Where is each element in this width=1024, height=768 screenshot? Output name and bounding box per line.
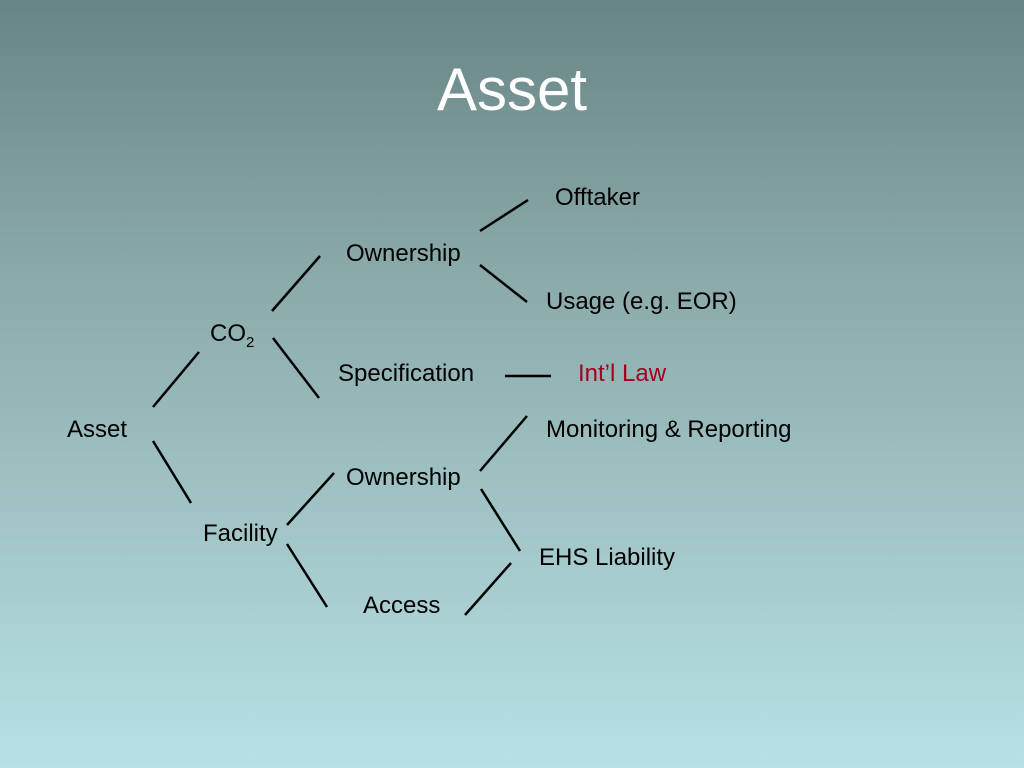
node-facility: Facility <box>203 520 278 547</box>
node-offtaker: Offtaker <box>555 184 640 211</box>
node-asset: Asset <box>67 416 128 443</box>
node-monitoring-reporting: Monitoring & Reporting <box>546 416 792 443</box>
connector-asset-facility <box>151 440 193 504</box>
connector-co2-ownership <box>271 255 321 312</box>
connector-facility-ownership <box>286 472 335 526</box>
connector-ownership-offtaker <box>479 198 529 233</box>
connector-asset-co2 <box>152 351 200 408</box>
connector-access-ehs <box>464 562 512 616</box>
node-co2-main: CO <box>210 320 246 347</box>
node-specification: Specification <box>338 360 475 387</box>
connector-facility-access <box>285 543 329 608</box>
node-intl-law: Int’l Law <box>578 360 667 387</box>
node-co2: CO2 <box>210 320 254 351</box>
node-facility-ownership: Ownership <box>346 464 461 491</box>
node-co2-ownership: Ownership <box>346 240 461 267</box>
connector-co2-specification <box>272 337 320 399</box>
node-co2-subscript: 2 <box>246 334 255 351</box>
connector-ownership-usage <box>479 264 528 303</box>
connector-ownership-ehs <box>479 488 522 552</box>
node-usage: Usage (e.g. EOR) <box>546 288 737 315</box>
node-access: Access <box>363 592 441 619</box>
node-ehs-liability: EHS Liability <box>539 544 676 571</box>
slide-title: Asset <box>436 56 588 123</box>
connector-ownership-monitoring <box>479 415 528 472</box>
